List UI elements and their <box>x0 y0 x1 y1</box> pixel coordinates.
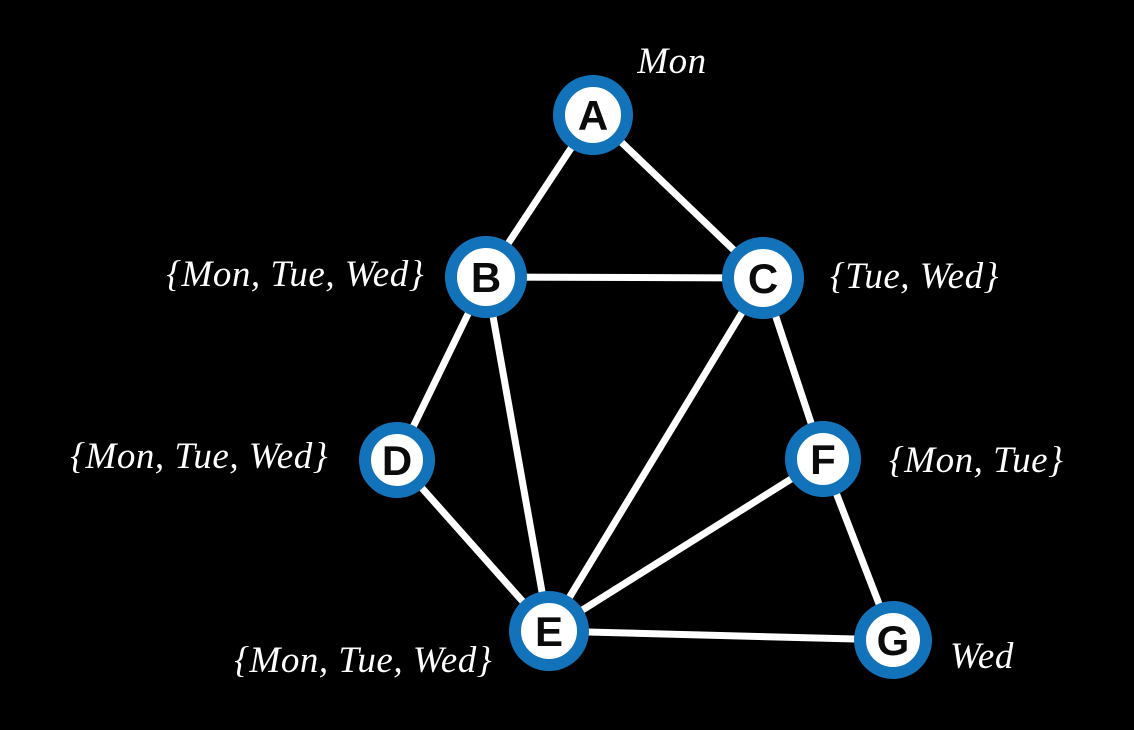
edge-B-C <box>482 273 767 282</box>
node-B: B <box>445 236 527 318</box>
domain-label-A: Mon <box>636 41 706 82</box>
edge-E-G <box>545 627 897 644</box>
edge-B-E <box>482 273 553 635</box>
edge-E-F <box>545 455 827 635</box>
node-circle-E <box>509 591 589 671</box>
domain-label-E: {Mon, Tue, Wed} <box>234 640 492 681</box>
node-letter-B: B <box>471 254 501 301</box>
labels-layer: Mon {Mon, Tue, Wed} {Tue, Wed} {Mon, Tue, W… <box>70 41 1063 681</box>
node-circle-D <box>359 422 435 498</box>
node-C: C <box>722 237 804 319</box>
node-letter-E: E <box>535 608 563 655</box>
edge-C-E <box>545 274 767 635</box>
node-E: E <box>509 591 589 671</box>
node-letter-F: F <box>810 436 836 483</box>
node-circle-B <box>445 236 527 318</box>
node-circle-A <box>553 75 633 155</box>
domain-label-C: {Tue, Wed} <box>830 256 999 297</box>
domain-label-G: Wed <box>950 636 1014 677</box>
edges-layer <box>393 111 897 644</box>
node-circle-C <box>722 237 804 319</box>
domain-label-D: {Mon, Tue, Wed} <box>70 436 328 477</box>
node-letter-D: D <box>382 437 412 484</box>
node-D: D <box>359 422 435 498</box>
node-circle-F <box>785 421 861 497</box>
node-A: A <box>553 75 633 155</box>
node-letter-C: C <box>748 255 778 302</box>
nodes-layer: A B C D E F G <box>359 75 932 679</box>
node-letter-A: A <box>578 92 608 139</box>
node-F: F <box>785 421 861 497</box>
node-circle-G <box>854 601 932 679</box>
node-G: G <box>854 601 932 679</box>
domain-label-B: {Mon, Tue, Wed} <box>166 254 424 295</box>
node-letter-G: G <box>877 617 910 664</box>
domain-label-F: {Mon, Tue} <box>889 440 1063 481</box>
